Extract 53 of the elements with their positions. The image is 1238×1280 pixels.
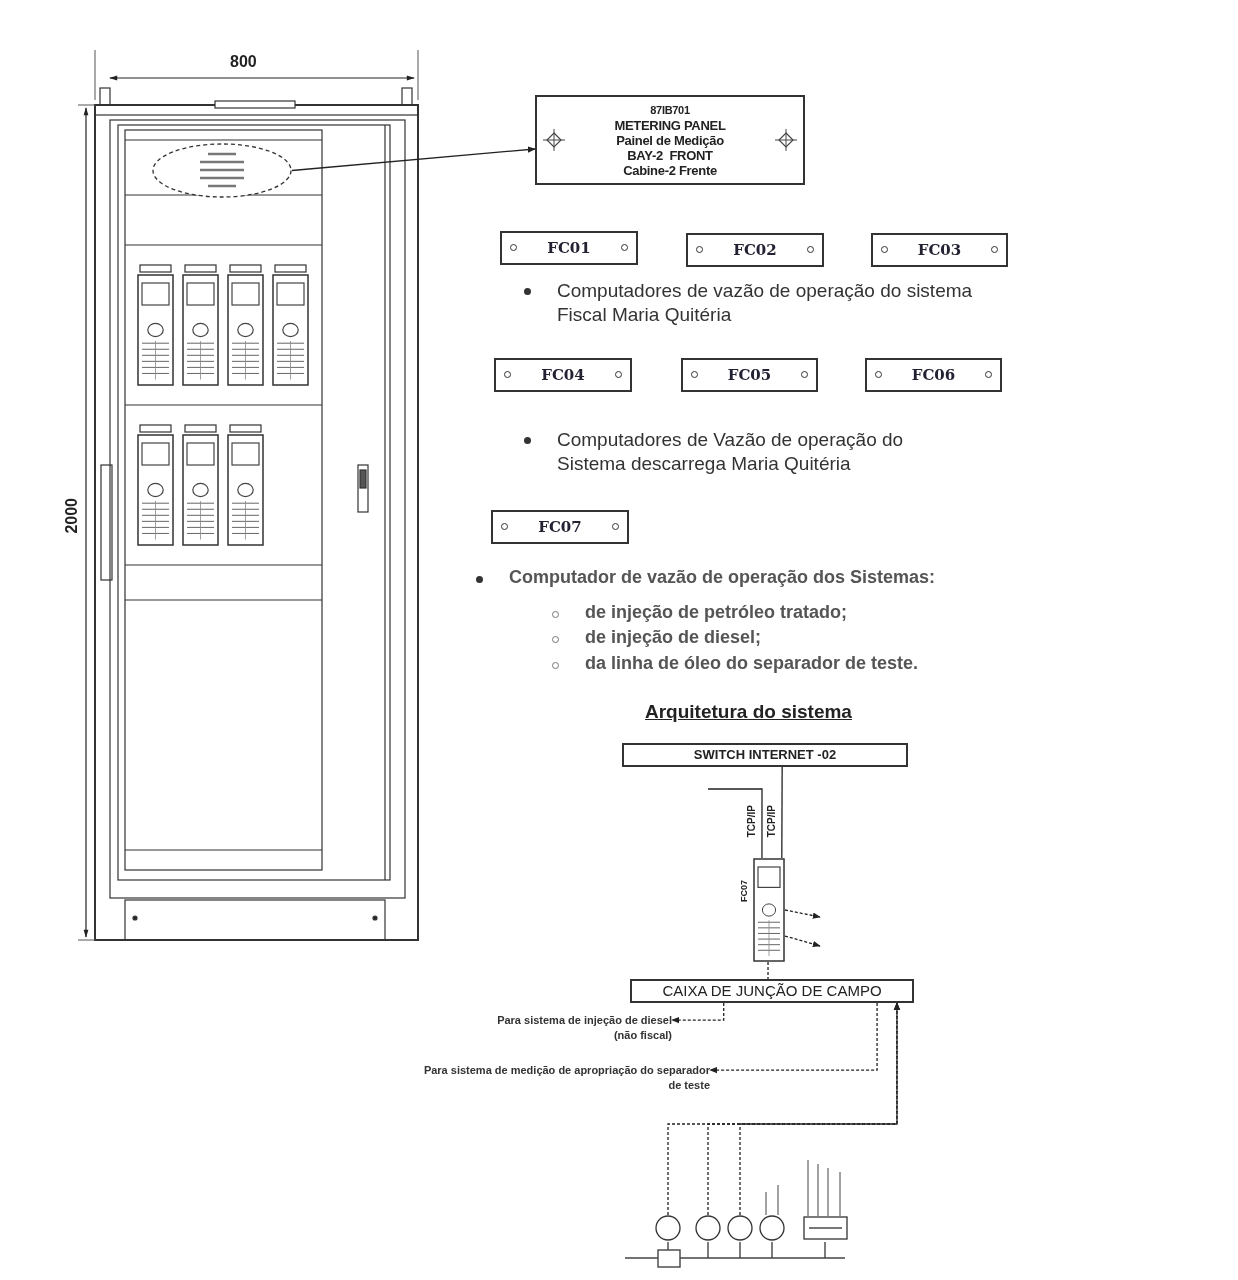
destination-text: Para sistema de injeção de diesel (não fiscal) bbox=[490, 1013, 672, 1045]
bullet-text: Computadores de vazão de operação do sistema Fiscal Maria Quitéria bbox=[557, 279, 974, 327]
tag-label: FC07 bbox=[538, 518, 582, 536]
tag-plate bbox=[500, 231, 638, 265]
tag-plate bbox=[686, 233, 824, 267]
tag-plate bbox=[865, 358, 1002, 392]
arrow bbox=[709, 1002, 878, 1074]
nameplate-text: Cabine-2 Frente bbox=[623, 162, 717, 178]
analyzer-box bbox=[803, 1216, 848, 1240]
destination-text: Para sistema de medição de apropriação do separador de teste bbox=[418, 1063, 710, 1095]
tag-label: FC01 bbox=[547, 239, 591, 257]
sub-bullet-text: da linha de óleo do separador de teste. bbox=[585, 653, 919, 674]
arrow bbox=[707, 1002, 901, 1216]
edge-label: TCP/IP bbox=[766, 805, 777, 838]
switch-box: SWITCH INTERNET -02 bbox=[622, 743, 908, 767]
bullet-text: Computador de vazão de operação dos Sistemas: bbox=[509, 567, 936, 588]
sub-bullet-text: de injeção de diesel; bbox=[585, 627, 762, 648]
nameplate-text: Painel de Medição bbox=[616, 132, 724, 148]
sub-bullet-text: de injeção de petróleo tratado; bbox=[585, 602, 848, 623]
tag-plate bbox=[871, 233, 1008, 267]
bullet-text: Computadores de Vazão de operação do Sistema descarrega Maria Quitéria bbox=[557, 428, 905, 476]
arrow bbox=[671, 1002, 725, 1024]
tag-plate bbox=[491, 510, 629, 544]
tag-label: FC06 bbox=[911, 366, 956, 384]
arrow bbox=[291, 146, 536, 172]
tag-label: FC05 bbox=[727, 366, 772, 384]
tag-label: FC03 bbox=[917, 241, 962, 259]
instrument-circle bbox=[759, 1215, 785, 1241]
connector-line bbox=[707, 788, 763, 859]
dimension-label: 800 bbox=[230, 53, 257, 71]
nameplate bbox=[535, 95, 805, 185]
arrow bbox=[739, 1002, 901, 1216]
edge-label: TCP/IP bbox=[746, 805, 757, 838]
connector-line bbox=[767, 961, 769, 980]
flow-computer-icon bbox=[753, 858, 785, 962]
device-tag: FC07 bbox=[739, 880, 749, 902]
tag-label: FC04 bbox=[541, 366, 585, 384]
nameplate-text: 87IB701 bbox=[650, 102, 690, 118]
section-heading: Arquitetura do sistema bbox=[645, 701, 852, 723]
tag-label: FC02 bbox=[733, 241, 777, 259]
tag-plate bbox=[494, 358, 632, 392]
arrow bbox=[784, 935, 821, 948]
instrument-circle bbox=[655, 1215, 681, 1241]
arrow bbox=[784, 909, 821, 919]
instrument-circle bbox=[695, 1215, 721, 1241]
junction-box: CAIXA DE JUNÇÃO DE CAMPO bbox=[630, 979, 914, 1003]
connector-line bbox=[781, 766, 783, 859]
tag-plate bbox=[681, 358, 818, 392]
nameplate-text: BAY-2 FRONT bbox=[627, 147, 713, 163]
dimension-label: 2000 bbox=[63, 498, 81, 534]
nameplate-text: METERING PANEL bbox=[614, 117, 726, 133]
nameplate-outline bbox=[152, 143, 292, 198]
instrument-circle bbox=[727, 1215, 753, 1241]
